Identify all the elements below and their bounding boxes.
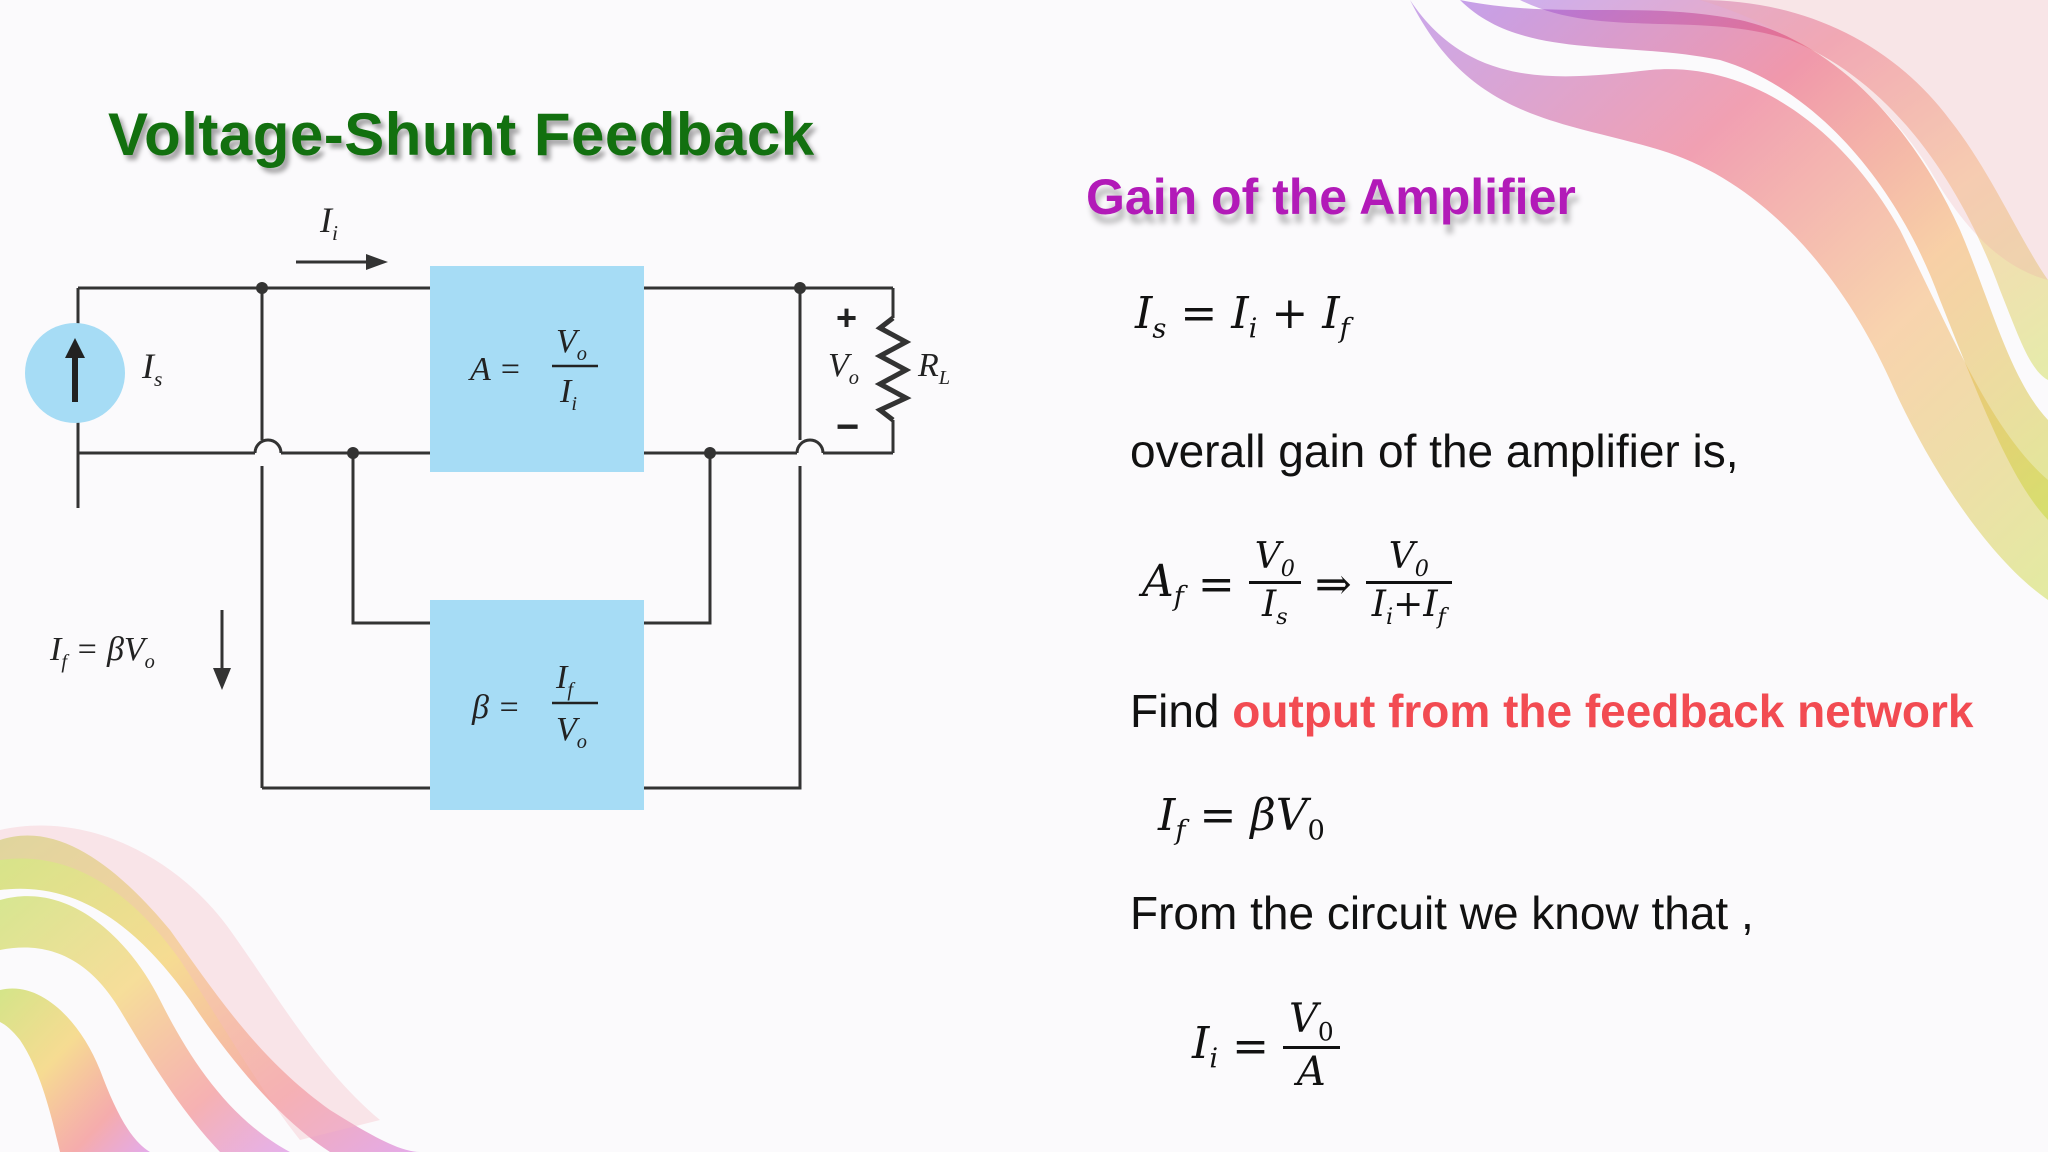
section-heading: Gain of the Amplifier — [1086, 169, 1576, 225]
overall-gain-equation: Af = V0 Is ⇒ V0 Ii+If — [1142, 538, 1452, 631]
junction-node — [794, 282, 806, 294]
feedback-ratio-numerator: If — [555, 659, 576, 701]
bottom-left-ribbon — [0, 825, 420, 1152]
amplifier-gain-lhs: A = — [468, 351, 522, 388]
gain-intro-text: overall gain of the amplifier is, — [1130, 425, 1739, 477]
slide-title: Voltage-Shunt Feedback — [108, 101, 815, 168]
minus-sign: − — [836, 405, 859, 449]
source-current-label: Is — [141, 346, 162, 391]
junction-node — [704, 447, 716, 459]
junction-node — [347, 447, 359, 459]
amplifier-gain-denominator: Ii — [559, 373, 577, 415]
feedback-ratio-lhs: β = — [471, 689, 520, 726]
top-right-ribbon — [1410, 0, 2048, 600]
up-arrow-icon — [65, 338, 85, 358]
feedback-current-arrow-icon — [213, 668, 231, 690]
load-label: RL — [917, 347, 950, 389]
current-sum-equation: Is = Ii + If — [1135, 288, 1350, 345]
junction-node — [256, 282, 268, 294]
feedback-block — [430, 600, 644, 810]
highlighted-phrase: output from the feedback network — [1232, 685, 1974, 737]
input-current-equation: Ii = V0 A — [1192, 998, 1340, 1095]
feedback-current-label: If = βVo — [49, 631, 155, 673]
current-source — [25, 323, 125, 423]
circuit-arrows — [213, 254, 806, 690]
amplifier-block — [430, 266, 644, 472]
voltage-shunt-circuit: Ii Is If = βVo A = Vo Ii β = If Vo + Vo … — [25, 200, 950, 810]
output-voltage-label: Vo — [828, 347, 859, 389]
find-feedback-output-text: Find output from the feedback network — [1130, 685, 1974, 737]
input-current-label: Ii — [319, 200, 338, 245]
plus-sign: + — [836, 297, 857, 338]
current-arrow-icon — [366, 254, 388, 270]
feedback-current-equation: If = βV0 — [1158, 790, 1325, 847]
circuit-knowledge-text: From the circuit we know that , — [1130, 887, 1754, 939]
